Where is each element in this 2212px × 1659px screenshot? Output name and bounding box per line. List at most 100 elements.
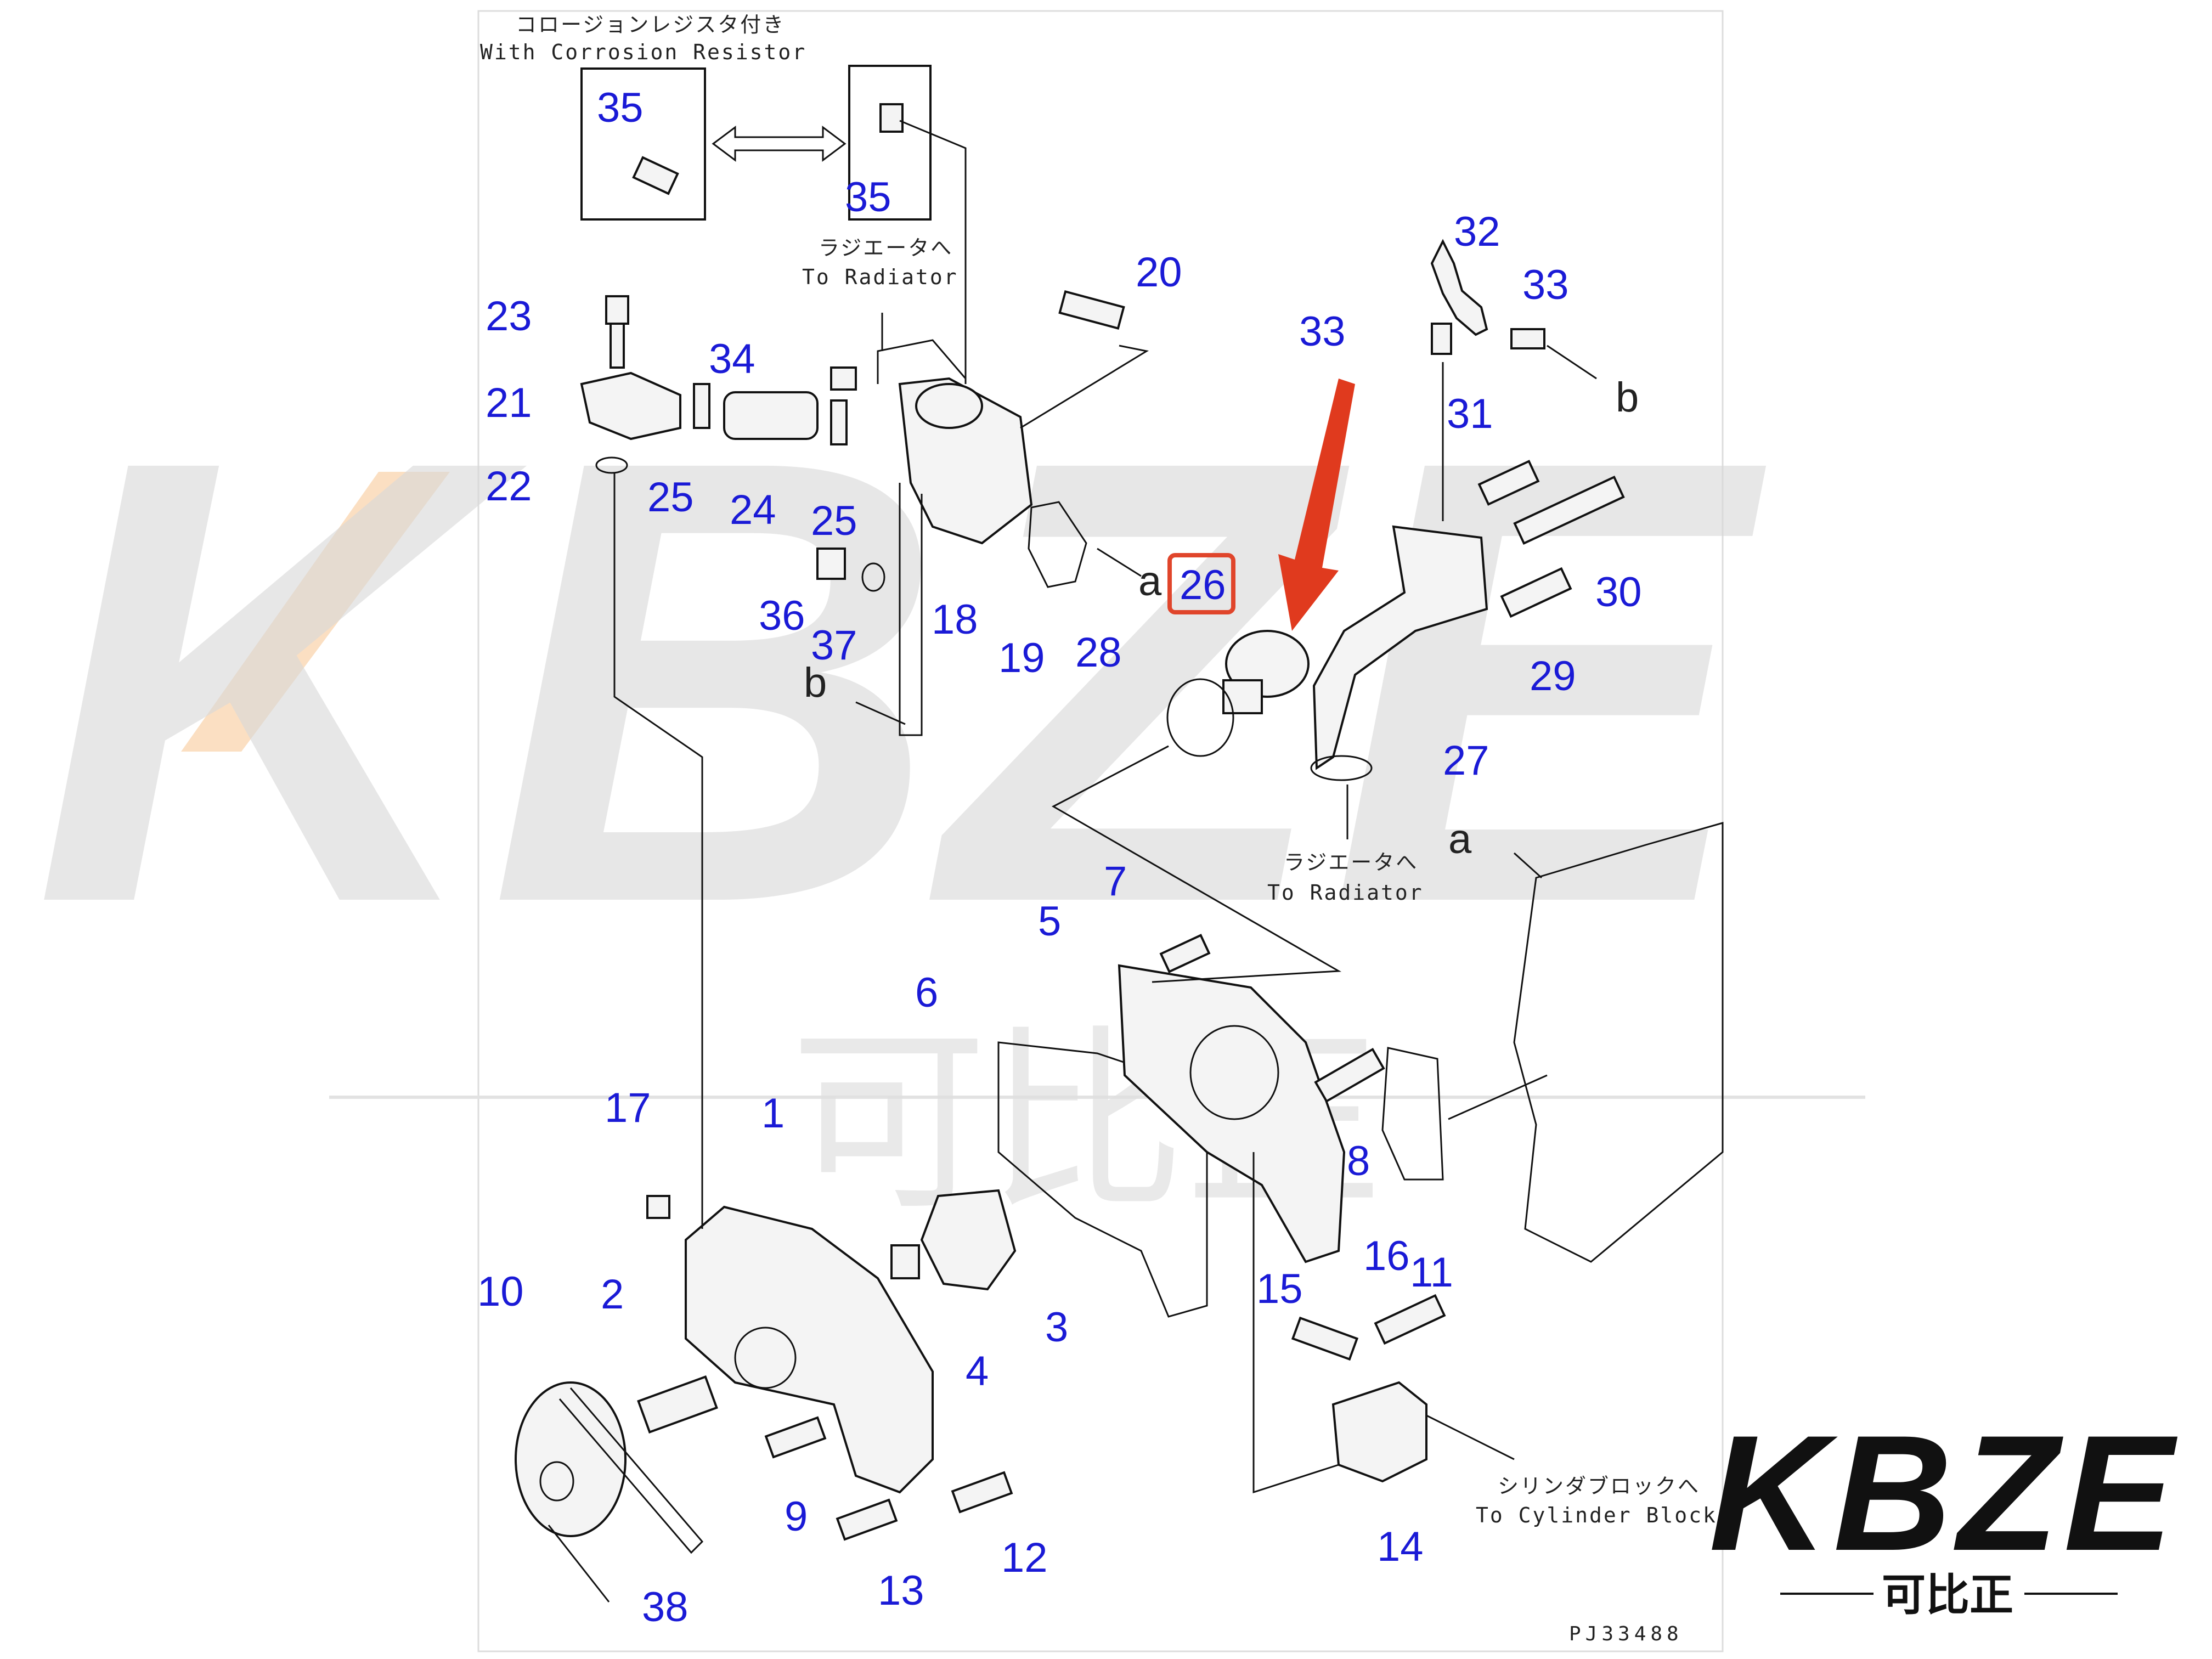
part-20-bolt bbox=[1058, 290, 1125, 330]
note-corrosion-jp: コロージョンレジスタ付き bbox=[516, 13, 785, 37]
leader-20 bbox=[1020, 345, 1149, 429]
part-29-bolt bbox=[1500, 567, 1572, 618]
part-18-outlet bbox=[915, 383, 983, 429]
ref-letter-a2: a bbox=[1448, 816, 1472, 862]
part-37-washer bbox=[861, 562, 885, 592]
callout-28: 28 bbox=[1075, 629, 1122, 676]
part-28-seal bbox=[1166, 678, 1234, 757]
part-35-valve-right bbox=[879, 103, 904, 133]
part-22-oring bbox=[595, 456, 628, 474]
part-7-bolt bbox=[1159, 934, 1211, 973]
callout-18: 18 bbox=[932, 596, 978, 643]
callout-31: 31 bbox=[1447, 391, 1493, 437]
note-radiator2-en: To Radiator bbox=[1267, 881, 1424, 905]
leader-radiator-up bbox=[877, 339, 967, 384]
callout-15: 15 bbox=[1256, 1266, 1303, 1312]
drawing-sheet bbox=[477, 10, 1724, 1652]
corrosion-resistor-detail bbox=[580, 65, 932, 221]
callout-25b: 25 bbox=[811, 498, 857, 544]
callout-20: 20 bbox=[1136, 249, 1182, 296]
callout-37: 37 bbox=[811, 622, 857, 669]
part-24-hose bbox=[723, 391, 819, 440]
callout-7: 7 bbox=[1104, 858, 1127, 905]
leader-a2-arrow bbox=[1513, 852, 1543, 879]
part-23-bolt-shank bbox=[610, 323, 625, 369]
callout-26: 26 bbox=[1180, 562, 1226, 608]
thermostat-housing-group bbox=[580, 290, 1125, 592]
note-radiator-en: To Radiator bbox=[802, 265, 958, 289]
brand-logo: KBZE 可比正 bbox=[1709, 1401, 2179, 1621]
callout-35a: 35 bbox=[597, 84, 644, 131]
part-26-thermostat-valve bbox=[1222, 679, 1263, 714]
part-34-plug bbox=[830, 366, 857, 391]
part-2-shaft bbox=[637, 1375, 718, 1434]
leader-a-arrow bbox=[1097, 548, 1142, 577]
callout-13: 13 bbox=[878, 1567, 924, 1614]
note-radiator2-jp: ラジエータへ bbox=[1284, 850, 1418, 874]
leader-b-left bbox=[855, 701, 906, 725]
note-radiator-jp: ラジエータへ bbox=[819, 236, 953, 260]
callout-29: 29 bbox=[1530, 653, 1576, 699]
part-33-sensor-right bbox=[1510, 328, 1545, 349]
callout-5: 5 bbox=[1038, 898, 1061, 945]
part-5-plate-bore bbox=[1189, 1025, 1279, 1120]
ref-letter-b1: b bbox=[1616, 374, 1639, 421]
callout-17: 17 bbox=[605, 1085, 651, 1131]
part-1-pump-body bbox=[685, 1205, 934, 1494]
part-27-pipe-end bbox=[1310, 755, 1373, 781]
callout-30: 30 bbox=[1595, 569, 1642, 616]
water-pump-group bbox=[515, 822, 1724, 1602]
note-cylinder-en: To Cylinder Block bbox=[1476, 1503, 1717, 1527]
watermark-accent-shape bbox=[181, 472, 450, 752]
part-5-plate bbox=[1118, 964, 1346, 1263]
part-17-plug bbox=[646, 1195, 670, 1219]
leader-b-loop bbox=[899, 483, 923, 736]
callout-23: 23 bbox=[486, 293, 532, 340]
part-12-bolt bbox=[951, 1471, 1013, 1514]
part-38-belt bbox=[548, 1387, 704, 1602]
part-23-bolt bbox=[605, 295, 629, 325]
ref-letter-a1: a bbox=[1138, 558, 1162, 605]
callout-3: 3 bbox=[1045, 1304, 1068, 1351]
watermark: KBZE 可比正 bbox=[33, 329, 1865, 1237]
callout-33a: 33 bbox=[1522, 262, 1569, 308]
part-35-valve-left bbox=[632, 156, 679, 195]
callout-21: 21 bbox=[486, 380, 532, 426]
part-32-sensor bbox=[1430, 239, 1488, 336]
part-8-bolt bbox=[1314, 1047, 1385, 1103]
part-16-bolt bbox=[1374, 1294, 1446, 1345]
leader-cylinder-arrow bbox=[1426, 1414, 1515, 1460]
part-10-pulley-hub bbox=[539, 1461, 574, 1502]
callout-25a: 25 bbox=[647, 474, 694, 521]
double-arrow bbox=[712, 126, 847, 162]
callout-36: 36 bbox=[759, 592, 805, 639]
callout-6: 6 bbox=[915, 969, 938, 1016]
logo-letters: KBZE bbox=[1709, 1401, 2179, 1585]
part-33-sensor-left bbox=[1431, 323, 1452, 355]
callout-32: 32 bbox=[1454, 208, 1500, 255]
detail-box-left bbox=[580, 67, 706, 221]
callout-11: 11 bbox=[1410, 1249, 1453, 1296]
leader-11 bbox=[1448, 1074, 1548, 1120]
detail-box-right bbox=[848, 65, 932, 221]
part-25-clamp-left bbox=[693, 383, 710, 429]
part-36-plug bbox=[816, 548, 846, 580]
callout-10: 10 bbox=[477, 1268, 524, 1315]
watermark-letters: KBZE bbox=[33, 329, 1773, 1034]
part-21-elbow bbox=[580, 371, 681, 441]
callout-24: 24 bbox=[730, 487, 776, 533]
thermostat-pipe-group bbox=[1166, 239, 1625, 781]
callout-16: 16 bbox=[1363, 1233, 1410, 1279]
note-cylinder-jp: シリンダブロックへ bbox=[1498, 1474, 1700, 1498]
callout-19: 19 bbox=[998, 635, 1045, 681]
part-4-seal bbox=[890, 1244, 920, 1279]
part-1-pump-bore bbox=[734, 1327, 797, 1389]
leader-lines bbox=[613, 120, 1597, 1494]
leader-35-to-18 bbox=[899, 120, 967, 384]
cylinder-block bbox=[1513, 822, 1724, 1263]
part-11-gasket bbox=[1381, 1047, 1444, 1181]
part-31-bolt bbox=[1477, 460, 1540, 506]
part-13-bolt bbox=[836, 1498, 898, 1541]
callout-2: 2 bbox=[601, 1271, 624, 1318]
